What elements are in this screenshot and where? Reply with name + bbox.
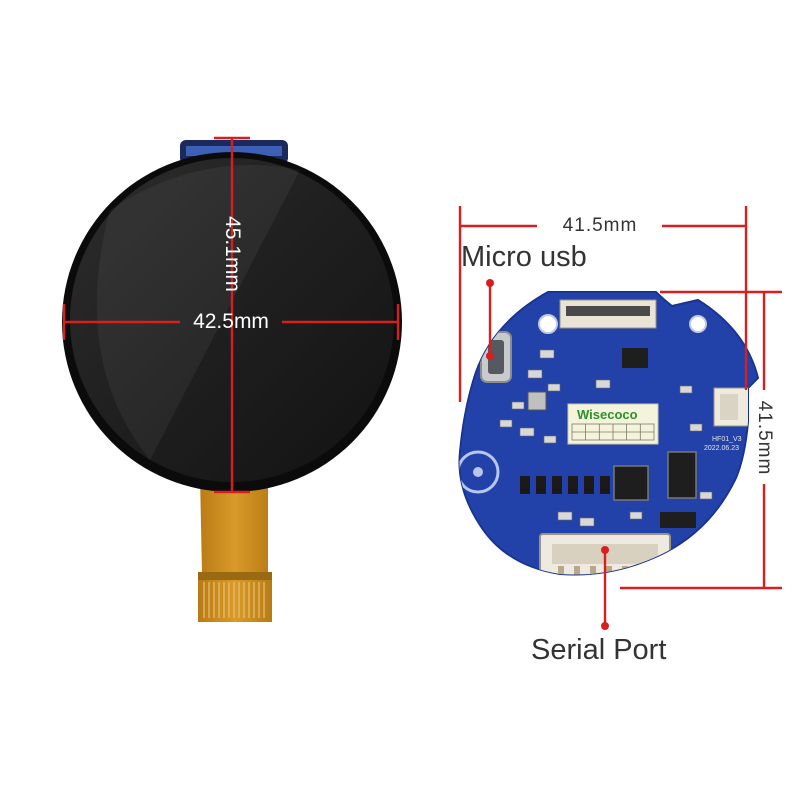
- sticker-grid: [571, 423, 655, 441]
- ic-chip: [613, 465, 649, 501]
- board-width-dimension: [458, 206, 748, 402]
- micro-usb-leader: [486, 279, 494, 360]
- round-pad: [459, 450, 500, 494]
- round-pad-center: [473, 467, 483, 477]
- serial-port-callout: Serial Port: [531, 634, 667, 666]
- side-connector-body: [720, 394, 738, 420]
- ic-chip: [622, 348, 648, 368]
- board-height-dimension: [620, 290, 782, 590]
- serial-port-leader: [601, 546, 609, 630]
- lcd-height-dimension: [214, 136, 250, 494]
- lcd-width-label: 42.5mm: [193, 310, 269, 333]
- screen-reflection: [96, 165, 301, 460]
- micro-usb-port-opening: [488, 340, 504, 374]
- board-date-label: 2022.06.23: [704, 445, 740, 452]
- resistor-row: [520, 476, 610, 494]
- display-top-tab-highlight: [186, 146, 282, 156]
- driver-board: [458, 291, 760, 576]
- flex-cable-stiffener: [198, 572, 272, 580]
- fpc-connector-slot: [566, 306, 650, 316]
- ic-chip: [660, 512, 696, 528]
- lcd-width-dimension: [62, 304, 400, 340]
- smd-components: [499, 349, 713, 527]
- board-width-label: 41.5mm: [558, 215, 642, 237]
- board-version-label: HF01_V3: [712, 436, 742, 443]
- micro-usb-callout: Micro usb: [461, 241, 587, 273]
- mounting-hole: [689, 315, 707, 333]
- ic-chip: [667, 451, 697, 499]
- crystal-component: [527, 391, 547, 411]
- flex-cable-contacts: [203, 582, 265, 618]
- brand-label: Wisecoco: [574, 406, 641, 423]
- mounting-hole: [538, 314, 558, 334]
- lcd-height-label: 45.1mm: [221, 216, 244, 292]
- board-height-label: 41.5mm: [753, 396, 775, 480]
